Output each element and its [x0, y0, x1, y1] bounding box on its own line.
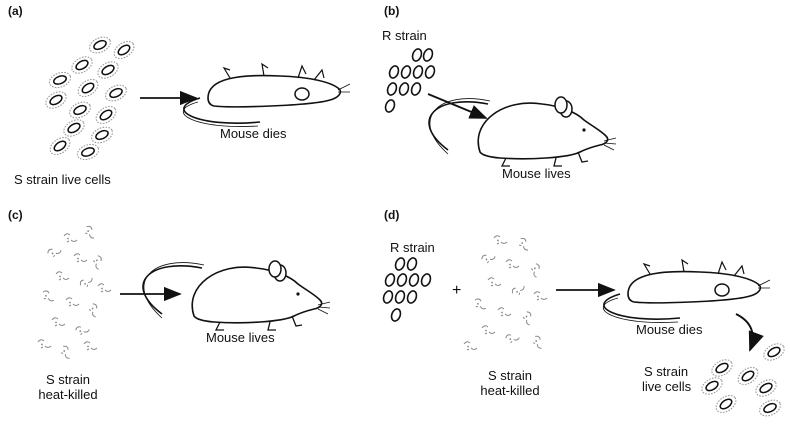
panel-d-plus-sign: +: [452, 282, 461, 300]
panel-b-letter: (b): [384, 4, 399, 18]
panel-c-mouse: [143, 261, 330, 330]
panel-a-cells: [43, 34, 137, 162]
panel-a-letter: (a): [8, 4, 23, 18]
panel-d-curved-arrow: [736, 314, 753, 350]
panel-d-recovered-line2: live cells: [642, 379, 691, 394]
panel-d-strain-label: R strain: [390, 240, 435, 255]
panel-c-result: Mouse lives: [206, 330, 275, 345]
panel-b-arrow: [428, 94, 486, 118]
panel-c-cells-label-line2: heat-killed: [38, 387, 97, 402]
panel-b-cells: [384, 48, 436, 114]
panel-a-cells-label: S strain live cells: [14, 172, 111, 187]
panel-d-recovered-line1: S strain: [644, 364, 688, 379]
panel-d-heat-killed-cells: [464, 236, 547, 350]
panel-c-cells: [38, 225, 111, 360]
panel-d-letter: (d): [384, 208, 399, 222]
panel-c-cells-label-line1: S strain: [46, 372, 90, 387]
panel-d-result: Mouse dies: [636, 322, 702, 337]
panel-a-mouse: [183, 64, 350, 127]
panel-d-mouse: [603, 260, 770, 323]
panel-a-result: Mouse dies: [220, 126, 286, 141]
panel-c-letter: (c): [8, 208, 23, 222]
panel-d-heat-label-line1: S strain: [488, 368, 532, 383]
panel-d-r-cells: [382, 257, 432, 323]
panel-d-heat-label-line2: heat-killed: [480, 383, 539, 398]
panel-b-mouse: [429, 97, 616, 166]
panel-d-recovered-cells: [699, 340, 787, 419]
panel-b-result: Mouse lives: [502, 166, 571, 181]
panel-b-strain-label: R strain: [382, 28, 427, 43]
